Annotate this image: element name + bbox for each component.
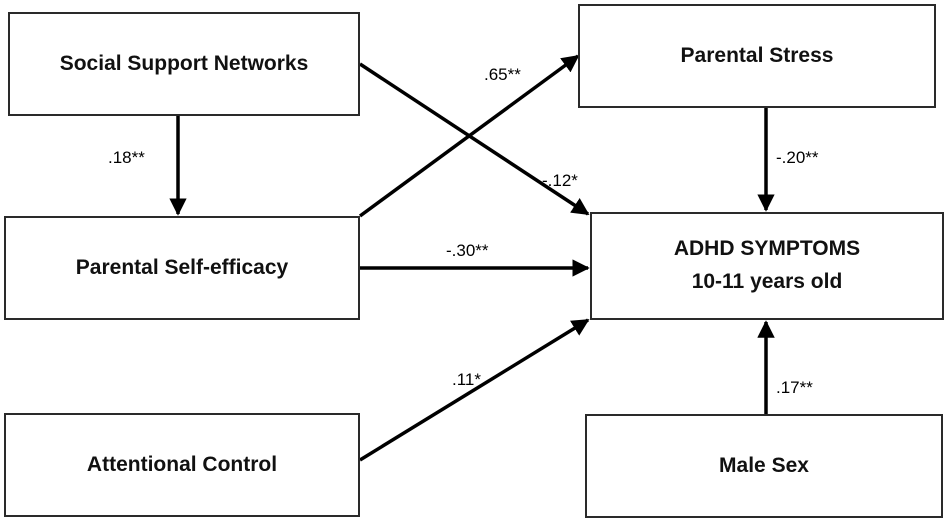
social-support-networks-label: Social Support Networks [59,51,309,75]
attentional-control-box: Attentional Control [4,413,360,517]
coef-social-to-selfefficacy: .18** [108,148,145,167]
arrow-attention-to-adhd [359,318,590,462]
coef-selfefficacy-to-stress: .65** [484,65,521,84]
coef-male-to-adhd: .17** [776,378,813,397]
social-support-networks-box: Social Support Networks [8,12,360,116]
adhd-symptoms-box: ADHD SYMPTOMS 10-11 years old [590,212,944,320]
adhd-symptoms-age: 10-11 years old [691,270,843,293]
attentional-control-label: Attentional Control [86,452,278,476]
coef-selfefficacy-to-adhd: -.30** [446,241,489,260]
male-sex-label: Male Sex [719,453,809,477]
coef-attention-to-adhd: .11* [452,370,481,389]
male-sex-box: Male Sex [585,414,943,518]
coef-social-to-adhd: -.12* [542,171,578,190]
parental-stress-box: Parental Stress [578,4,936,108]
arrow-social-to-adhd [359,62,590,216]
parental-stress-label: Parental Stress [680,43,834,67]
parental-self-efficacy-label: Parental Self-efficacy [75,255,289,279]
coef-stress-to-adhd: -.20** [776,148,819,167]
parental-self-efficacy-box: Parental Self-efficacy [4,216,360,320]
adhd-symptoms-title: ADHD SYMPTOMS [673,237,861,261]
